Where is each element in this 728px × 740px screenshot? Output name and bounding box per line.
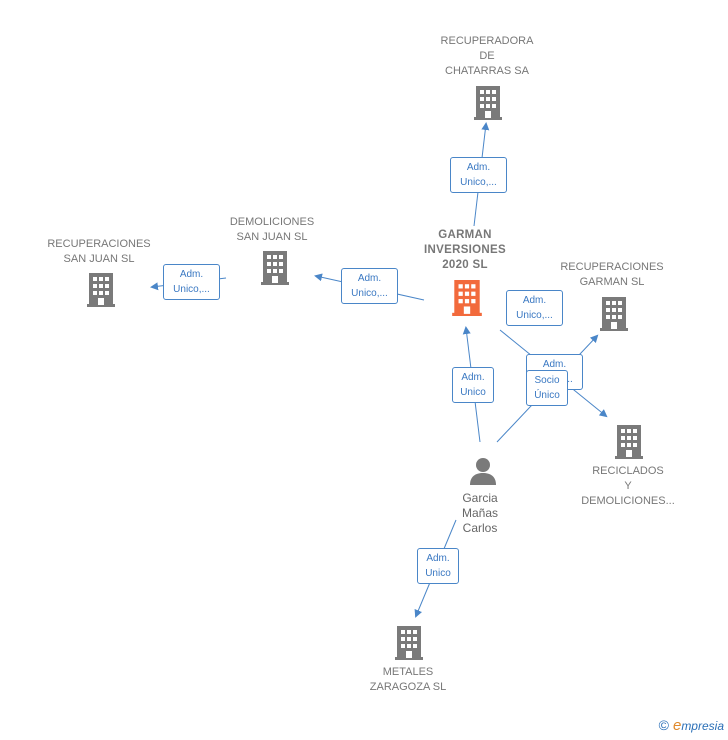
edge-label-demoliciones[interactable]: Adm. Unico,... [341,268,398,304]
building-icon[interactable] [600,297,628,336]
node-label-recuperadora[interactable]: RECUPERADORA DE CHATARRAS SA [440,35,534,77]
building-icon[interactable] [615,425,643,464]
main-building-icon[interactable] [452,280,482,321]
building-icon[interactable] [87,273,115,312]
empresia-logo[interactable]: ©empresia [659,717,724,734]
building-icon[interactable] [474,86,502,125]
edge-label-recuperadora[interactable]: Adm. Unico,... [450,157,507,193]
copyright-icon: © [658,717,669,733]
building-icon[interactable] [395,626,423,665]
node-label-demoliciones-san-juan[interactable]: DEMOLICIONES SAN JUAN SL [229,216,315,243]
edge-label-metales[interactable]: Adm. Unico [417,548,459,584]
building-icon[interactable] [261,251,289,290]
brand-e: e [672,717,682,734]
person-icon[interactable] [469,457,497,490]
edge-label-recuperaciones-garman[interactable]: Adm. Unico,... [506,290,563,326]
edge-label-recuperaciones-sj[interactable]: Adm. Unico,... [163,264,220,300]
node-label-recuperaciones-garman[interactable]: RECUPERACIONES GARMAN SL [560,261,664,288]
node-label-metales-zaragoza[interactable]: METALES ZARAGOZA SL [369,666,447,693]
node-label-reciclados[interactable]: RECICLADOS Y DEMOLICIONES... [581,465,675,507]
node-label-garman-inversiones[interactable]: GARMAN INVERSIONES 2020 SL [424,229,506,271]
brand-name: mpresia [681,719,724,733]
edge-label-garman[interactable]: Adm. Unico [452,367,494,403]
edge-label-reciclados-socio[interactable]: Socio Único [526,370,568,406]
node-label-recuperaciones-san-juan[interactable]: RECUPERACIONES SAN JUAN SL [47,238,151,265]
node-label-person[interactable]: Garcia Mañas Carlos [461,491,499,535]
